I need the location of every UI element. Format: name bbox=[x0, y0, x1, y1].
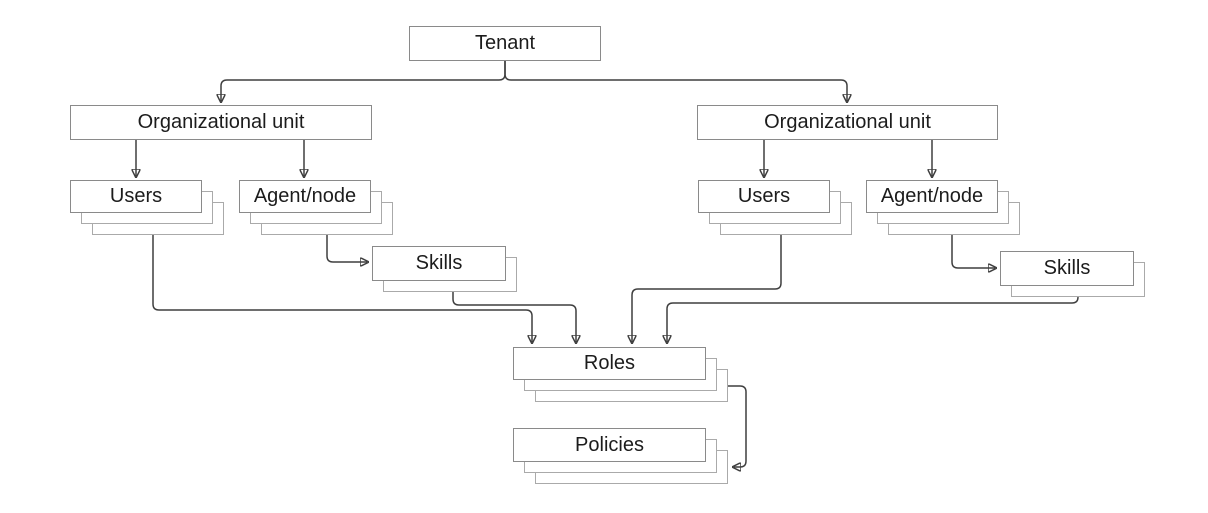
edge-tenant-to-org-unit-left bbox=[221, 61, 506, 101]
node-tenant: Tenant bbox=[409, 26, 601, 61]
edge-agent-right-to-skills-right bbox=[951, 235, 995, 268]
edge-tenant-to-org-unit-right bbox=[504, 61, 847, 101]
node-org-unit-right: Organizational unit bbox=[697, 105, 998, 140]
node-org-unit-left: Organizational unit bbox=[70, 105, 372, 140]
edge-skills-left-to-roles bbox=[452, 292, 576, 342]
edge-users-left-to-roles bbox=[152, 235, 532, 342]
node-users-right-label: Users bbox=[698, 180, 830, 213]
node-policies-label: Policies bbox=[513, 428, 706, 462]
edge-skills-right-to-roles bbox=[667, 296, 1079, 342]
node-agent-node-left-label: Agent/node bbox=[239, 180, 371, 213]
node-skills-left-label: Skills bbox=[372, 246, 506, 281]
edge-users-right-to-roles bbox=[632, 235, 782, 342]
node-roles-label: Roles bbox=[513, 347, 706, 380]
node-agent-node-right-label: Agent/node bbox=[866, 180, 998, 213]
node-users-left-label: Users bbox=[70, 180, 202, 213]
edge-roles-to-policies bbox=[728, 385, 747, 467]
edge-agent-left-to-skills-left bbox=[326, 235, 367, 262]
node-skills-right-label: Skills bbox=[1000, 251, 1134, 286]
